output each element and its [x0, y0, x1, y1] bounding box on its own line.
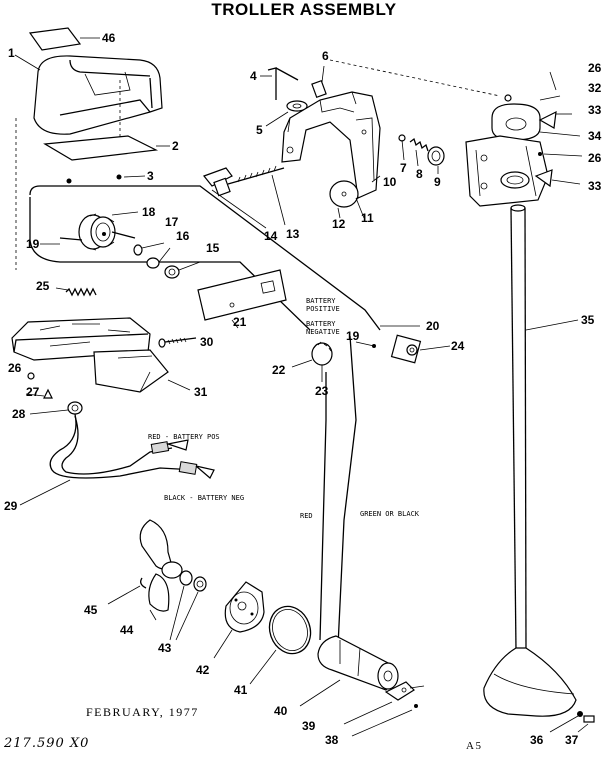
clamp-screw-part — [203, 165, 286, 229]
part-number-20: 20 — [426, 319, 440, 333]
part-number-31: 31 — [194, 385, 208, 399]
clamp-pad-part — [329, 180, 365, 219]
diagram-title: TROLLER ASSEMBLY — [211, 0, 397, 19]
part-number-18: 18 — [142, 205, 156, 219]
part-number-37: 37 — [565, 733, 579, 747]
part-number-15: 15 — [206, 241, 220, 255]
part-number-43: 43 — [158, 641, 172, 655]
footer-date: FEBRUARY, 1977 — [86, 705, 199, 719]
part-number-45: 45 — [84, 603, 98, 617]
decal-part — [28, 27, 100, 51]
head-housing-part — [11, 317, 191, 393]
part-number-1: 1 — [8, 46, 15, 60]
part-number-10: 10 — [383, 175, 397, 189]
bracket-plate-part — [197, 269, 287, 329]
motor-leads — [319, 335, 357, 647]
part-number-25: 25 — [36, 279, 50, 293]
prop-washer-parts — [169, 570, 207, 641]
part-number-26-top: 26 — [588, 61, 602, 75]
part-number-5: 5 — [256, 123, 263, 137]
drive-pin-parts — [343, 681, 425, 737]
page-code: A5 — [466, 740, 483, 752]
screw-part-30 — [158, 337, 197, 348]
end-cap-part — [213, 581, 265, 659]
clamp-knob-parts — [398, 134, 445, 174]
green-or-black-wire-label: GREEN OR BLACK — [360, 510, 420, 518]
part-number-42: 42 — [196, 663, 210, 677]
part-number-19-right: 19 — [346, 329, 360, 343]
clip-part — [265, 100, 308, 127]
o-ring-part — [249, 605, 312, 685]
part-number-14: 14 — [264, 229, 278, 243]
part-number-28: 28 — [12, 407, 26, 421]
part-number-19: 19 — [26, 237, 40, 251]
part-number-33-bottom: 33 — [588, 179, 602, 193]
part-number-26-left: 26 — [8, 361, 22, 375]
black-battery-neg-label: BLACK - BATTERY NEG — [164, 494, 245, 502]
part-number-2: 2 — [172, 139, 179, 153]
part-number-41: 41 — [234, 683, 248, 697]
propeller-part — [139, 519, 183, 621]
part-number-23: 23 — [315, 384, 329, 398]
part-number-21: 21 — [233, 315, 247, 329]
part-number-26-right: 26 — [588, 151, 602, 165]
battery-positive-label: BATTERY POSITIVE — [306, 297, 340, 313]
part-number-36: 36 — [530, 733, 544, 747]
washer-parts — [133, 242, 201, 279]
catalog-number: 217.590 X0 — [4, 736, 90, 751]
plate-part — [43, 135, 170, 161]
lower-unit-housing-part — [483, 647, 595, 733]
part-number-39: 39 — [302, 719, 316, 733]
red-wire-label: RED — [300, 512, 313, 520]
part-number-13: 13 — [286, 227, 300, 241]
battery-cable-part — [19, 413, 215, 506]
part-number-12: 12 — [332, 217, 346, 231]
shaft-bracket-parts — [465, 71, 583, 207]
part-number-4: 4 — [250, 69, 257, 83]
shaft-tube-part — [510, 204, 579, 651]
part-number-40: 40 — [274, 704, 288, 718]
part-number-7: 7 — [400, 161, 407, 175]
switch-knob-part — [291, 341, 333, 382]
part-number-38: 38 — [325, 733, 339, 747]
part-number-16: 16 — [176, 229, 190, 243]
part-number-35: 35 — [581, 313, 595, 327]
part-number-6: 6 — [322, 49, 329, 63]
part-number-46: 46 — [102, 31, 116, 45]
motor-part — [299, 635, 399, 707]
part-number-17: 17 — [165, 215, 179, 229]
battery-negative-label: BATTERY NEGATIVE — [306, 320, 340, 336]
part-number-29: 29 — [4, 499, 18, 513]
part-number-22: 22 — [272, 363, 286, 377]
clamp-bracket-part — [281, 59, 501, 199]
part-number-11: 11 — [361, 211, 374, 225]
wire-harness — [29, 185, 420, 331]
part-number-33-top: 33 — [588, 103, 602, 117]
part-number-24: 24 — [451, 339, 465, 353]
part-number-34: 34 — [588, 129, 602, 143]
part-number-9: 9 — [434, 175, 441, 189]
spring-part — [55, 287, 97, 297]
part-number-27: 27 — [26, 385, 40, 399]
terminal-switch-part — [355, 334, 451, 364]
part-number-30: 30 — [200, 335, 214, 349]
shear-pin-part — [107, 577, 147, 605]
switch-part — [40, 211, 139, 251]
part-number-3: 3 — [147, 169, 154, 183]
motor-cover-part — [14, 54, 163, 270]
part-number-32: 32 — [588, 81, 602, 95]
part-number-44: 44 — [120, 623, 134, 637]
part-number-8: 8 — [416, 167, 423, 181]
red-battery-pos-label: RED - BATTERY POS — [148, 433, 220, 441]
screw-part — [66, 174, 146, 184]
rod-part — [260, 65, 327, 100]
small-hardware — [25, 372, 83, 415]
